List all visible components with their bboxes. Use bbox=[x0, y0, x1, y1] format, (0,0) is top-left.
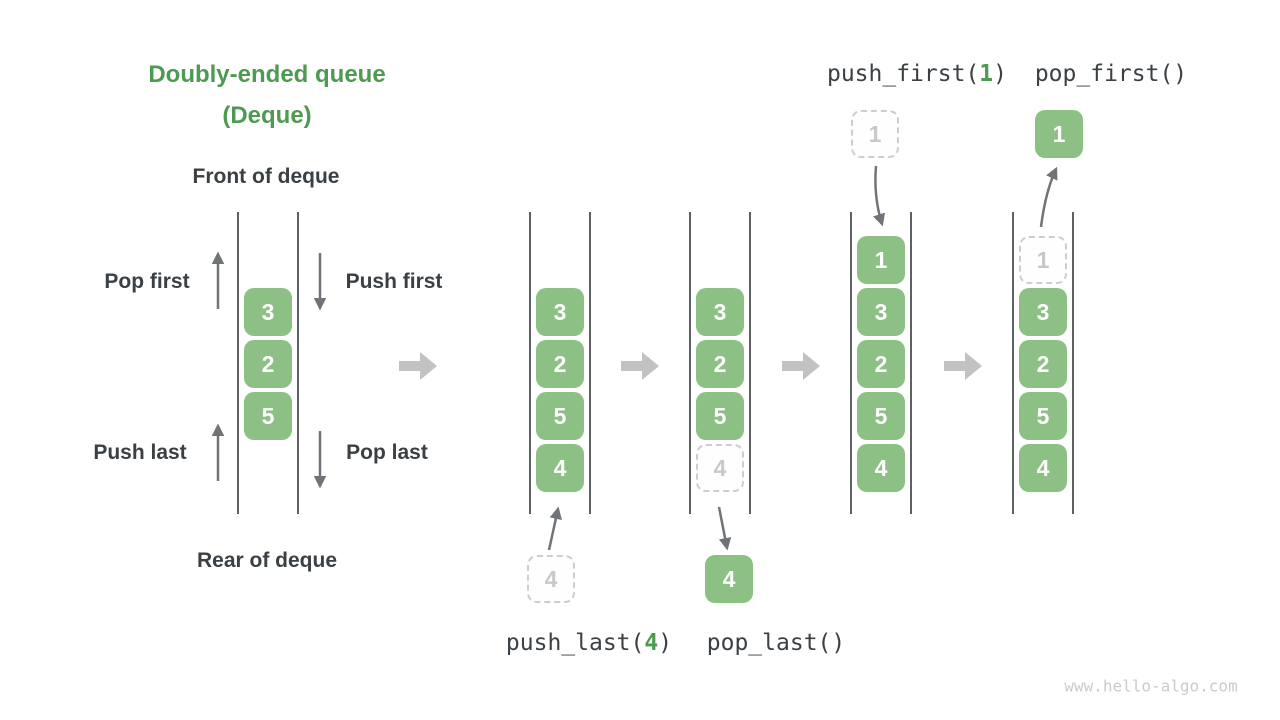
watermark: www.hello-algo.com bbox=[1064, 676, 1238, 696]
push-first-label: Push first bbox=[345, 270, 443, 293]
pop-first-call-label: pop_first() bbox=[1034, 61, 1188, 87]
code-text: push_last( bbox=[505, 630, 645, 656]
title-line-1: Doubly-ended queue bbox=[148, 61, 386, 88]
deque-cell: 2 bbox=[696, 340, 744, 388]
flow-arrow-icon bbox=[399, 352, 437, 380]
deque-cell: 4 bbox=[857, 444, 905, 492]
deque-cell: 4 bbox=[1019, 444, 1067, 492]
flow-arrow-icon bbox=[782, 352, 820, 380]
pop-first-label: Pop first bbox=[104, 270, 190, 293]
code-arg: 1 bbox=[979, 61, 994, 87]
pop-last-result-cell: 4 bbox=[705, 555, 753, 603]
push-last-label: Push last bbox=[93, 441, 187, 464]
pop-first-result-cell: 1 bbox=[1035, 110, 1083, 158]
rear-of-deque-label: Rear of deque bbox=[196, 549, 338, 572]
deque-stage-2: 3 2 5 4 bbox=[529, 212, 591, 514]
deque-cell: 3 bbox=[857, 288, 905, 336]
title-line-2: (Deque) bbox=[222, 102, 312, 129]
deque-cell: 3 bbox=[244, 288, 292, 336]
deque-stage-3: 3 2 5 4 bbox=[689, 212, 751, 514]
deque-cell: 5 bbox=[857, 392, 905, 440]
pop-last-call-label: pop_last() bbox=[706, 630, 846, 656]
code-text: ) bbox=[658, 630, 673, 656]
push-first-operand-ghost-cell: 1 bbox=[851, 110, 899, 158]
deque-cell: 5 bbox=[1019, 392, 1067, 440]
push-last-operand-ghost-cell: 4 bbox=[527, 555, 575, 603]
deque-cell: 5 bbox=[244, 392, 292, 440]
deque-cell: 2 bbox=[857, 340, 905, 388]
deque-cell: 5 bbox=[696, 392, 744, 440]
deque-cell: 3 bbox=[1019, 288, 1067, 336]
flow-arrow-icon bbox=[944, 352, 982, 380]
diagram-title: Doubly-ended queue (Deque) bbox=[148, 54, 385, 136]
deque-cell: 3 bbox=[536, 288, 584, 336]
front-of-deque-label: Front of deque bbox=[192, 165, 340, 188]
deque-cell: 5 bbox=[536, 392, 584, 440]
deque-cell: 2 bbox=[1019, 340, 1067, 388]
flow-arrow-icon bbox=[621, 352, 659, 380]
deque-cell: 3 bbox=[696, 288, 744, 336]
deque-cell: 1 bbox=[857, 236, 905, 284]
push-last-call-label: push_last(4) bbox=[506, 630, 672, 656]
deque-cell: 2 bbox=[536, 340, 584, 388]
code-text: push_first( bbox=[826, 61, 980, 87]
push-last-insert-arrow-icon bbox=[547, 506, 562, 551]
deque-cell-ghost: 1 bbox=[1019, 236, 1067, 284]
deque-cell: 2 bbox=[244, 340, 292, 388]
deque-cell: 4 bbox=[536, 444, 584, 492]
code-text: ) bbox=[993, 61, 1008, 87]
code-arg: 4 bbox=[644, 630, 659, 656]
deque-stage-4: 1 3 2 5 4 bbox=[850, 212, 912, 514]
pop-last-label: Pop last bbox=[346, 441, 428, 464]
push-first-call-label: push_first(1) bbox=[827, 61, 1007, 87]
deque-cell-ghost: 4 bbox=[696, 444, 744, 492]
deque-stage-5: 1 3 2 5 4 bbox=[1012, 212, 1074, 514]
deque-stage-1: 3 2 5 bbox=[237, 212, 299, 514]
